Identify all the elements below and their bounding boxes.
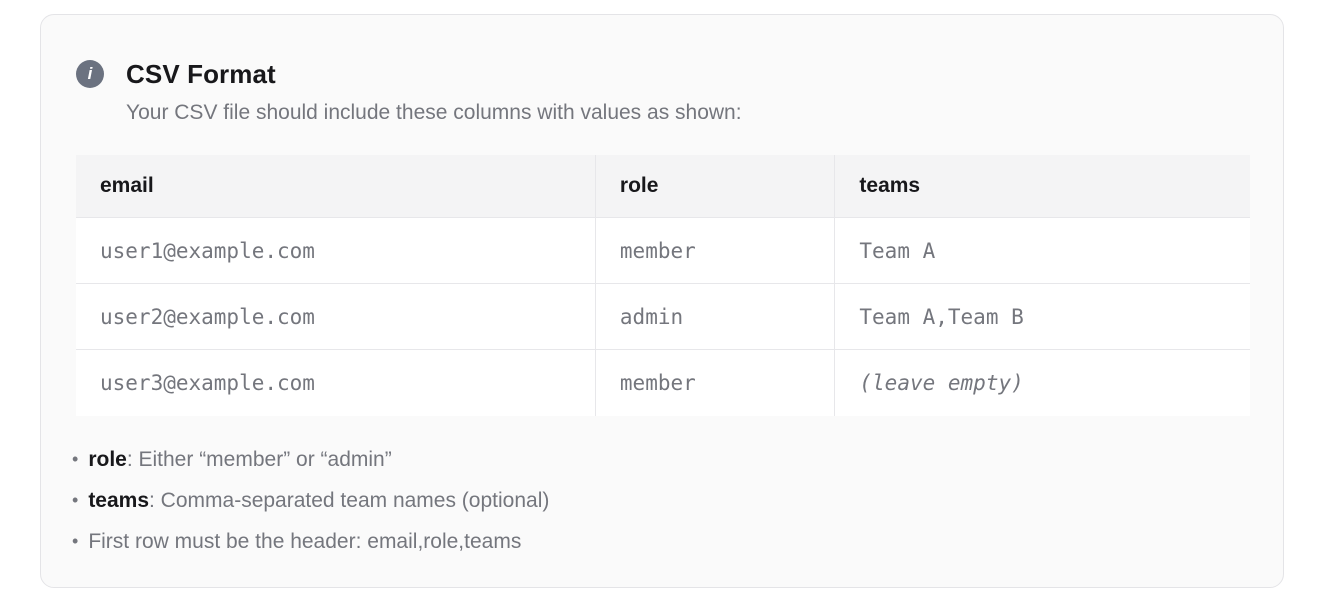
table-cell: (leave empty) (834, 350, 1250, 416)
notes-list: • role: Either “member” or “admin” • teams:… (72, 446, 1250, 555)
table-cell: Team A,Team B (834, 284, 1250, 350)
card-subtitle: Your CSV file should include these colum… (126, 101, 742, 124)
table-cell: admin (594, 284, 835, 350)
table-cell: member (594, 218, 835, 284)
card-header: i CSV Format Your CSV file should includ… (76, 59, 1250, 125)
table-cell: member (594, 350, 835, 416)
table-cell: Team A (834, 218, 1250, 284)
card-title: CSV Format (126, 59, 276, 89)
note-term: teams (88, 489, 150, 512)
note-term: role (88, 448, 127, 471)
column-header-teams: teams (834, 155, 1250, 218)
note-item: • teams: Comma-separated team names (opti… (72, 487, 1250, 514)
table-cell: user2@example.com (76, 284, 595, 350)
column-header-email: email (76, 155, 595, 218)
note-text: : Comma-separated team names (optional) (149, 489, 550, 512)
info-icon: i (76, 60, 104, 88)
note-text: : Either “member” or “admin” (126, 448, 392, 471)
card-header-text: CSV Format Your CSV file should include … (126, 59, 742, 125)
note-item: • role: Either “member” or “admin” (72, 446, 1250, 473)
note-item: • First row must be the header: email,rol… (72, 528, 1250, 555)
bullet-dot: • (72, 531, 79, 551)
bullet-dot: • (72, 449, 79, 469)
csv-format-card: i CSV Format Your CSV file should includ… (40, 14, 1284, 588)
column-header-role: role (594, 155, 835, 218)
table-cell: user3@example.com (76, 350, 595, 416)
note-text: First row must be the header: email,role… (88, 530, 522, 553)
table-cell: user1@example.com (76, 218, 595, 284)
bullet-dot: • (72, 490, 79, 510)
